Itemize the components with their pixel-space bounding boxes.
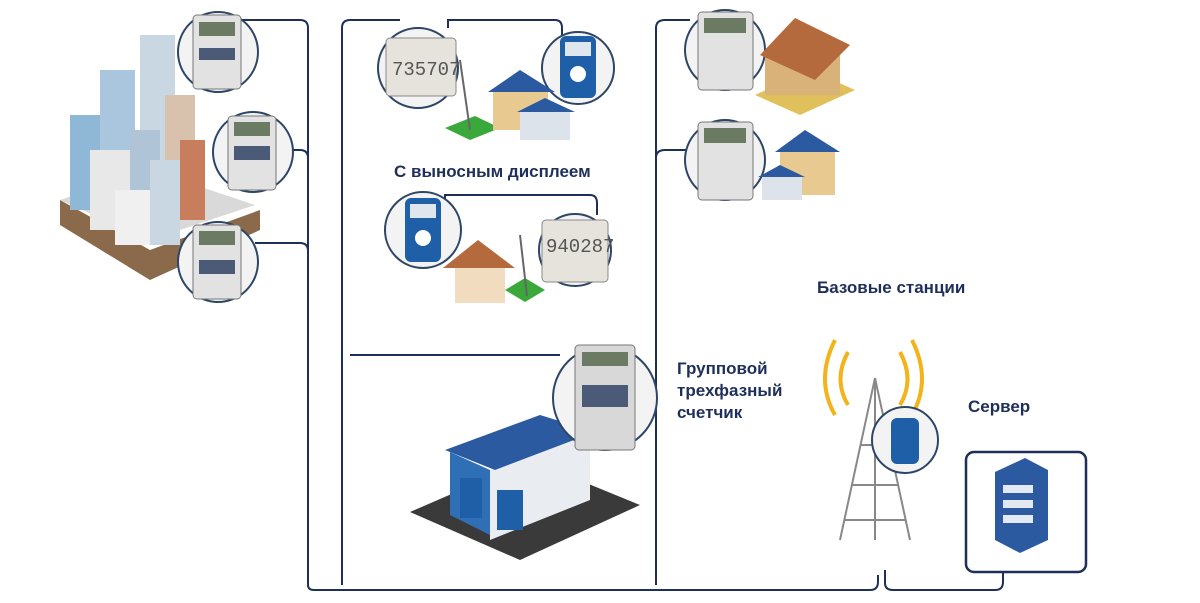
apartment-meter-3-icon bbox=[177, 221, 259, 303]
signal-waves-icon bbox=[823, 339, 924, 416]
transformer-substation-icon bbox=[410, 415, 640, 560]
base-stations-label: Базовые станции bbox=[817, 278, 965, 297]
private-house-1-icon bbox=[445, 59, 575, 140]
remote-display-2-icon bbox=[384, 191, 462, 269]
house-meter-2-icon bbox=[684, 119, 766, 201]
group-meter-label-line3: счетчик bbox=[677, 403, 743, 422]
house-meter-1-icon bbox=[684, 9, 766, 91]
modem-icon bbox=[871, 406, 939, 474]
server-label: Сервер bbox=[968, 397, 1030, 416]
connection-lines bbox=[240, 19, 1004, 591]
group-meter-icon bbox=[552, 344, 658, 451]
server-icon bbox=[964, 450, 1088, 574]
cottage-icon bbox=[758, 130, 840, 200]
split-meter-940287-icon: 940287 bbox=[538, 213, 614, 287]
remote-display-label: С выносным дисплеем bbox=[394, 162, 591, 181]
group-meter-label: Групповой трехфазный счетчик bbox=[677, 358, 797, 424]
group-meter-label-line2: трехфазный bbox=[677, 381, 783, 400]
remote-display-1-icon bbox=[541, 31, 615, 105]
city-buildings-icon bbox=[60, 35, 260, 280]
split-meter-735707-icon: 735707 bbox=[377, 27, 460, 109]
farm-house-icon bbox=[755, 18, 855, 115]
meter-number-1: 735707 bbox=[392, 59, 460, 81]
apartment-meter-1-icon bbox=[177, 11, 259, 93]
private-house-2-icon bbox=[443, 234, 545, 303]
apartment-meter-2-icon bbox=[212, 111, 294, 193]
group-meter-label-line1: Групповой bbox=[677, 359, 768, 378]
meter-number-2: 940287 bbox=[546, 236, 614, 258]
